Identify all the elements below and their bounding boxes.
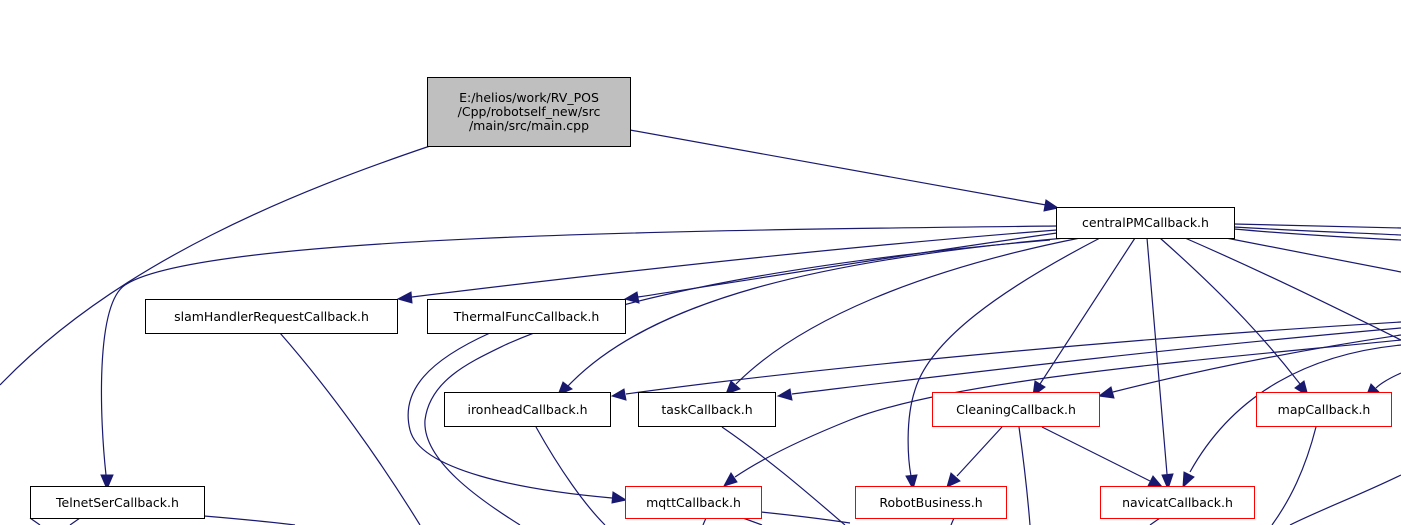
arrowhead: [611, 491, 628, 504]
edge-offscreen-to-task: [791, 327, 1401, 395]
arrowhead: [1043, 199, 1060, 212]
edge-centralpm-to-task: [735, 237, 1081, 385]
node-thermalfunccallback[interactable]: ThermalFuncCallback.h: [427, 299, 626, 334]
edge-mqtt-offscreen-bottom: [742, 517, 763, 525]
edge-telnet-offscreen-bottom: [69, 517, 81, 525]
edge-centralpm-to-ironhead: [567, 237, 1066, 387]
edge-offscreen-to-map: [1375, 372, 1401, 389]
edge-cleaning-to-navicat: [1041, 426, 1151, 482]
edge-main-to-offscreen-left: [0, 145, 431, 386]
edge-cleaning-offscreen-bottom: [1018, 426, 1031, 525]
node-taskcallback[interactable]: taskCallback.h: [638, 392, 776, 427]
edge-slamhandler-offscreen-bottom: [279, 332, 421, 525]
arrowhead: [725, 380, 741, 395]
node-slamhandlerrequestcallback[interactable]: slamHandlerRequestCallback.h: [145, 299, 398, 334]
edge-mqtt-to-right: [760, 511, 851, 524]
edge-thermal-offscreen-bottom: [424, 239, 1051, 525]
edge-centralpm-to-map: [1159, 237, 1301, 385]
edge-mqtt-offscreen-bottom: [702, 517, 707, 525]
edge-robotbusiness-offscreen-bottom: [950, 517, 955, 525]
arrowhead: [722, 472, 738, 487]
edge-centralpm-to-cleaning: [1039, 237, 1136, 385]
node-robotbusiness[interactable]: RobotBusiness.h: [855, 486, 1007, 519]
arrowhead: [905, 474, 918, 491]
edge-telnet-to-right: [203, 515, 296, 525]
node-telnetsercallback[interactable]: TelnetSerCallback.h: [30, 486, 205, 519]
arrowhead: [100, 474, 114, 491]
node-cleaningcallback[interactable]: CleaningCallback.h: [932, 392, 1100, 427]
root-path-line-1: E:/helios/work/RV_POS: [459, 90, 599, 105]
arrowhead: [776, 388, 793, 401]
edge-map-offscreen-bottom: [1271, 426, 1317, 525]
edge-thermal-to-mqtt: [407, 332, 613, 499]
arrowhead: [396, 291, 413, 304]
edge-offscreen-to-cleaning: [1112, 334, 1401, 393]
edge-centralpm-to-navicat: [1146, 237, 1168, 475]
arrowhead: [610, 388, 627, 401]
arrowhead: [946, 472, 961, 488]
edge-centralpm-to-telnet: [100, 225, 1058, 476]
edge-task-offscreen-bottom: [721, 426, 846, 525]
edge-centralpm-offscreen-right: [1225, 237, 1401, 273]
edge-ironhead-offscreen-bottom: [535, 426, 606, 525]
node-ironheadcallback[interactable]: ironheadCallback.h: [444, 392, 611, 427]
arrowhead: [623, 291, 640, 304]
edge-centralpm-offscreen-right: [1184, 237, 1401, 341]
edge-cleaning-to-robotbusiness: [956, 426, 1003, 477]
edge-offscreen-to-navicat: [1189, 344, 1401, 473]
arrowhead: [1097, 386, 1115, 399]
edge-offscreen-to-ironhead: [625, 321, 1401, 395]
root-path-line-2: /Cpp/robotself_new/src: [457, 104, 601, 119]
edge-main-to-centralpm: [629, 129, 1047, 206]
node-navicatcallback[interactable]: navicatCallback.h: [1100, 486, 1255, 519]
edge-centralpm-to-robotbusiness: [907, 237, 1101, 477]
node-main-cpp: E:/helios/work/RV_POS /Cpp/robotself_new…: [427, 77, 631, 147]
node-mqttcallback[interactable]: mqttCallback.h: [625, 486, 762, 519]
edge-offscreen-to-mqtt: [734, 339, 1401, 478]
edge-centralpm-offscreen-right: [1233, 226, 1401, 236]
edge-centralpm-offscreen-right: [1233, 228, 1401, 241]
edge-offscreen-right-to-bottom: [1289, 474, 1401, 525]
arrowhead: [1161, 473, 1174, 491]
arrowhead: [1182, 471, 1195, 489]
edge-telnet-offscreen-bottom: [29, 517, 41, 525]
root-path-line-3: /main/src/main.cpp: [468, 118, 590, 133]
edge-centralpm-to-slamhandler: [411, 229, 1058, 298]
node-mapcallback[interactable]: mapCallback.h: [1256, 392, 1392, 427]
edge-centralpm-offscreen-right: [1233, 223, 1401, 229]
node-centralpmcallback[interactable]: centralPMCallback.h: [1056, 207, 1235, 239]
edge-navicat-offscreen-bottom: [1149, 517, 1161, 525]
